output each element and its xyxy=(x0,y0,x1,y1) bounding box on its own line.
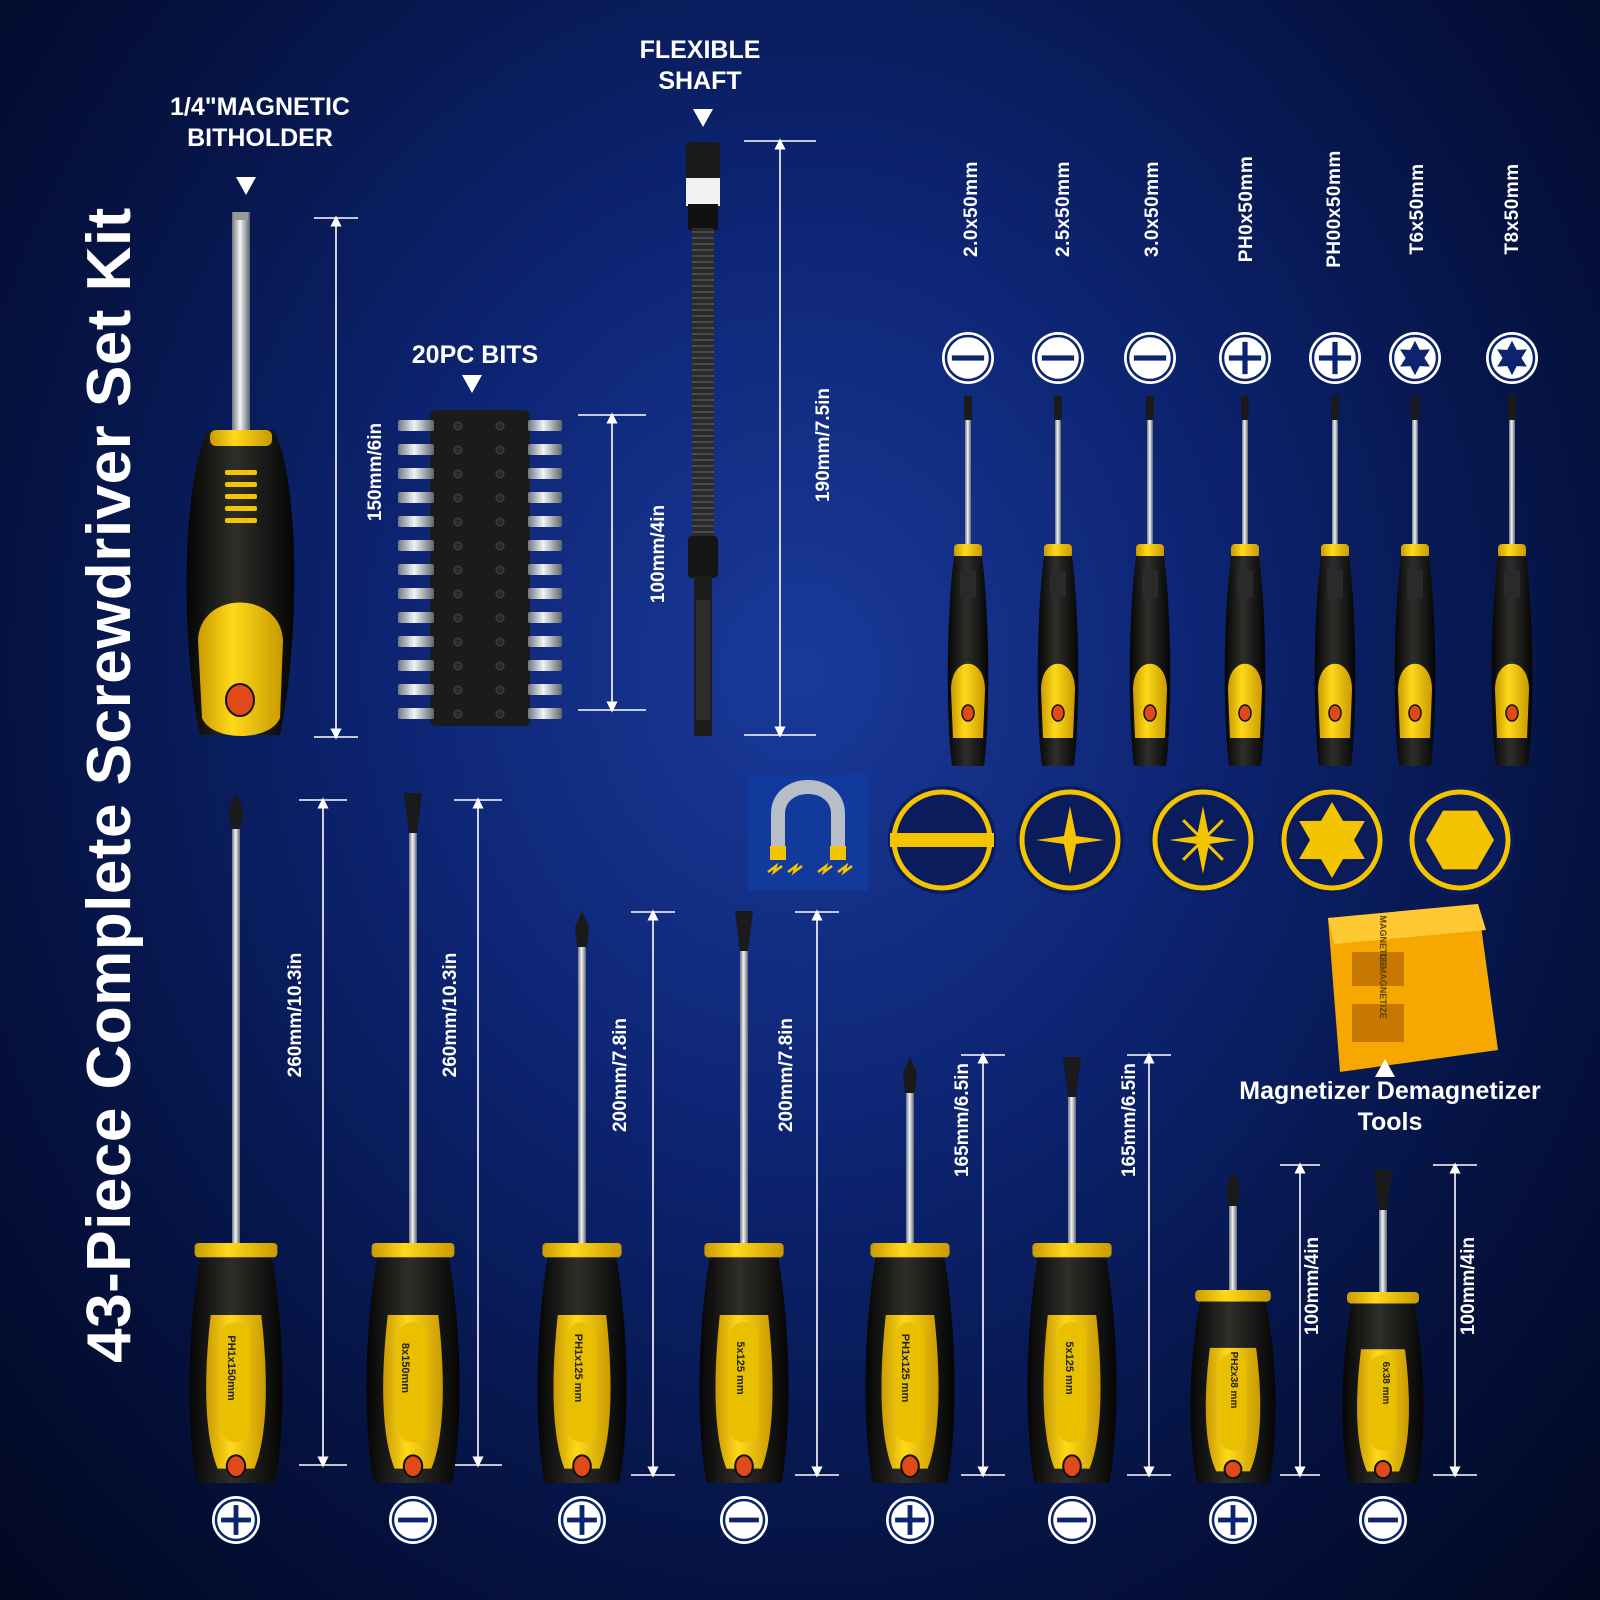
screwdriver-dimension-line-7 xyxy=(1280,1162,1320,1478)
bits-card xyxy=(398,410,562,726)
handle-label-6: 5x125 mm xyxy=(1063,1341,1075,1395)
bitholder-tool xyxy=(186,212,295,736)
screwdriver-dimension-line-5 xyxy=(961,1052,1005,1478)
precision-tip-icon-5 xyxy=(1309,332,1361,384)
tip-type-icon-5 xyxy=(1406,786,1514,894)
precision-tip-icon-2 xyxy=(1032,332,1084,384)
tip-type-icon-4 xyxy=(1278,786,1386,894)
screwdriver-tip-icon-1 xyxy=(212,1496,260,1544)
tip-type-icon-3 xyxy=(1149,786,1257,894)
screwdriver-1 xyxy=(189,793,283,1483)
precision-screwdriver-6 xyxy=(1394,396,1436,766)
screwdriver-tip-icon-3 xyxy=(558,1496,606,1544)
bits-label: 20PC BITS xyxy=(411,341,539,369)
screwdriver-tip-icon-8 xyxy=(1359,1496,1407,1544)
precision-screwdriver-5 xyxy=(1314,396,1356,766)
flex-shaft-pointer xyxy=(693,109,713,127)
tip-type-icon-2 xyxy=(1016,786,1124,894)
precision-screwdriver-7 xyxy=(1491,396,1533,766)
screwdriver-tip-icon-7 xyxy=(1209,1496,1257,1544)
magnetizer-pointer xyxy=(1375,1059,1395,1077)
handle-label-4: 5x125 mm xyxy=(734,1341,746,1395)
screwdriver-tip-icon-2 xyxy=(389,1496,437,1544)
precision-tip-icon-3 xyxy=(1124,332,1176,384)
handle-label-8: 6x38 mm xyxy=(1380,1361,1391,1405)
screwdriver-dimension-line-4 xyxy=(795,909,839,1478)
handle-label-5: PH1x125 mm xyxy=(899,1333,911,1403)
flex-dimension-line xyxy=(744,138,816,738)
precision-screwdriver-3 xyxy=(1129,396,1171,766)
screwdriver-2 xyxy=(366,793,460,1483)
screwdriver-tip-icon-6 xyxy=(1048,1496,1096,1544)
screwdriver-dimension-line-6 xyxy=(1127,1052,1171,1478)
screwdriver-tip-icon-4 xyxy=(720,1496,768,1544)
handle-label-1: PH1x150mm xyxy=(225,1335,237,1401)
handle-label-2: 8x150mm xyxy=(399,1342,411,1394)
bits-pointer xyxy=(462,375,482,393)
magnetizer-tool xyxy=(1328,904,1498,1072)
screwdriver-dimension-line-3 xyxy=(631,909,675,1478)
precision-tip-icon-1 xyxy=(942,332,994,384)
bitholder-dimension-line xyxy=(314,215,358,740)
bitholder-pointer xyxy=(236,177,256,195)
demagnetize-text: DEMAGNETIZE xyxy=(1378,953,1388,1019)
screwdriver-dimension-line-8 xyxy=(1433,1162,1477,1478)
precision-screwdriver-2 xyxy=(1037,396,1079,766)
magnet-icon xyxy=(748,774,868,890)
tip-type-icon-1 xyxy=(888,786,996,894)
screwdriver-dimension-line-1 xyxy=(299,797,347,1468)
screwdriver-4 xyxy=(699,911,789,1483)
bits-dimension-line xyxy=(578,412,646,713)
screwdriver-tip-icon-5 xyxy=(886,1496,934,1544)
screwdriver-5 xyxy=(865,1057,955,1483)
handle-label-3: PH1x125 mm xyxy=(572,1333,584,1403)
flexible-shaft-tool xyxy=(686,142,720,736)
precision-screwdriver-1 xyxy=(947,396,989,766)
screwdriver-dimension-line-2 xyxy=(454,797,502,1468)
precision-screwdriver-4 xyxy=(1224,396,1266,766)
screwdriver-7 xyxy=(1190,1170,1276,1483)
screwdriver-6 xyxy=(1027,1057,1117,1483)
screwdriver-8 xyxy=(1342,1170,1424,1483)
screwdriver-3 xyxy=(537,911,627,1483)
precision-tip-icon-7 xyxy=(1486,332,1538,384)
precision-tip-icon-4 xyxy=(1219,332,1271,384)
precision-tip-icon-6 xyxy=(1389,332,1441,384)
handle-label-7: PH2x38 mm xyxy=(1228,1351,1239,1409)
